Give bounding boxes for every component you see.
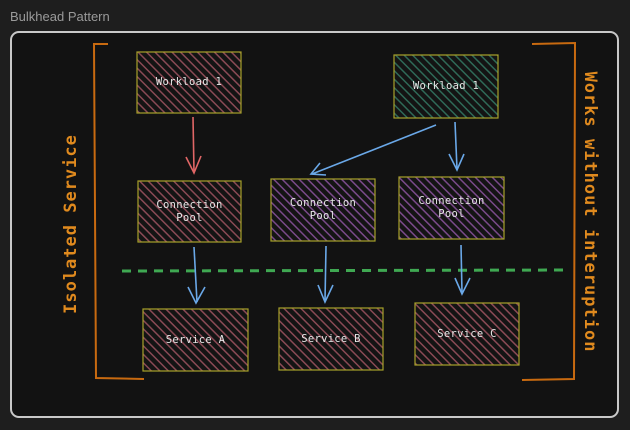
- workload-1-box: [136, 51, 242, 114]
- service-b-box: [278, 307, 384, 371]
- right-bracket: [521, 41, 577, 381]
- service-c-box: [414, 302, 520, 366]
- arrow-workload1-to-pool1: [185, 116, 202, 175]
- workload-2-label: Workload 1: [412, 80, 480, 92]
- workload-1-label: Workload 1: [155, 76, 223, 88]
- arrow-pool2-to-service-b: [317, 245, 334, 304]
- workload-2-box: [393, 54, 499, 119]
- pool-1-box: [137, 180, 242, 243]
- isolation-dashed-line: [121, 268, 567, 273]
- works-without-interruption-label: Works without interuption: [580, 71, 600, 353]
- pool-2-box: [270, 178, 376, 242]
- arrow-pool1-to-service-a: [187, 246, 206, 305]
- isolated-service-label: Isolated Service: [61, 134, 81, 314]
- left-bracket: [92, 43, 145, 380]
- arrow-workload2-to-pool3: [448, 121, 465, 172]
- service-c-label: Service C: [437, 327, 497, 340]
- page-title: Bulkhead Pattern: [10, 9, 110, 24]
- service-a-label: Service A: [165, 333, 226, 346]
- pool-3-box: [398, 176, 505, 240]
- pool-3-label: Connection Pool: [418, 195, 485, 220]
- pool-2-label: Connection Pool: [289, 197, 357, 222]
- pool-1-label: Connection Pool: [156, 198, 223, 224]
- arrow-workload2-to-pool2: [309, 124, 437, 176]
- service-a-box: [142, 308, 249, 372]
- arrow-pool3-to-service-c: [454, 244, 471, 296]
- service-b-label: Service B: [301, 332, 361, 345]
